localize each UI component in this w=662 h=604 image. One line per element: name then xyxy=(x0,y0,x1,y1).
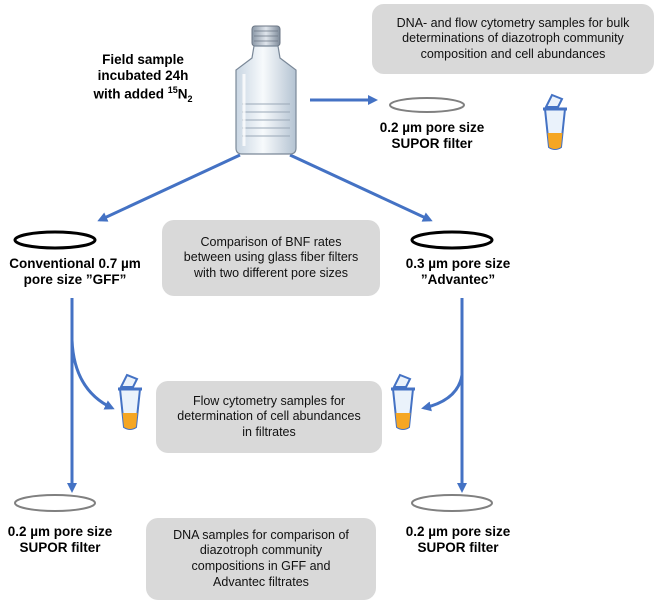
field-sample-line1: Field sample xyxy=(102,52,184,67)
filter-ring-icon-advantec xyxy=(410,230,494,250)
flow-cytometry-text: Flow cytometry samples for determination… xyxy=(177,393,361,439)
gff-label: Conventional 0.7 µm pore size ”GFF” xyxy=(9,256,141,288)
sample-tube-icon-top xyxy=(541,93,569,151)
bottom-right-supor-label: 0.2 µm pore size SUPOR filter xyxy=(405,524,511,556)
arrows xyxy=(67,95,467,493)
filter-ring-icon-bottom-right xyxy=(411,494,493,512)
dna-comparison-text: DNA samples for comparison of diazotroph… xyxy=(173,527,349,589)
isotope-subscript: 2 xyxy=(187,94,193,105)
arrow-gff-to-tube xyxy=(70,339,115,410)
field-sample-line2: incubated 24h xyxy=(97,68,189,84)
field-sample-line3: with added 15N2 xyxy=(68,85,218,105)
advantec-label: 0.3 µm pore size ”Advantec” xyxy=(405,256,511,288)
bnf-comparison-text: Comparison of BNF rates between using gl… xyxy=(183,234,359,280)
arrow-bottle-to-advantec xyxy=(289,153,433,222)
bottom-left-supor-label: 0.2 µm pore size SUPOR filter xyxy=(7,524,113,556)
arrow-advantec-to-tube xyxy=(421,374,464,412)
filter-ring-icon-gff xyxy=(13,230,97,250)
filter-ring-icon-bottom-left xyxy=(14,494,96,512)
isotope-mass: 15 xyxy=(167,84,178,95)
bulk-samples-text: DNA- and flow cytometry samples for bulk… xyxy=(396,15,630,61)
bnf-comparison-box: Comparison of BNF rates between using gl… xyxy=(162,220,380,296)
top-supor-label: 0.2 µm pore size SUPOR filter xyxy=(379,120,485,152)
field-sample-line3-prefix: with added xyxy=(93,86,168,102)
flow-cytometry-box: Flow cytometry samples for determination… xyxy=(156,381,382,453)
sample-tube-icon-left xyxy=(116,373,144,431)
dna-comparison-box: DNA samples for comparison of diazotroph… xyxy=(146,518,376,600)
sample-tube-icon-right xyxy=(389,373,417,431)
field-sample-label: Field sample incubated 24h with added 15… xyxy=(68,52,218,105)
filter-ring-icon-top-supor xyxy=(389,97,465,113)
bulk-samples-box: DNA- and flow cytometry samples for bulk… xyxy=(372,4,654,74)
bottle-icon xyxy=(235,25,297,155)
arrow-bottle-to-gff xyxy=(97,153,241,222)
isotope-symbol: N xyxy=(177,86,188,102)
